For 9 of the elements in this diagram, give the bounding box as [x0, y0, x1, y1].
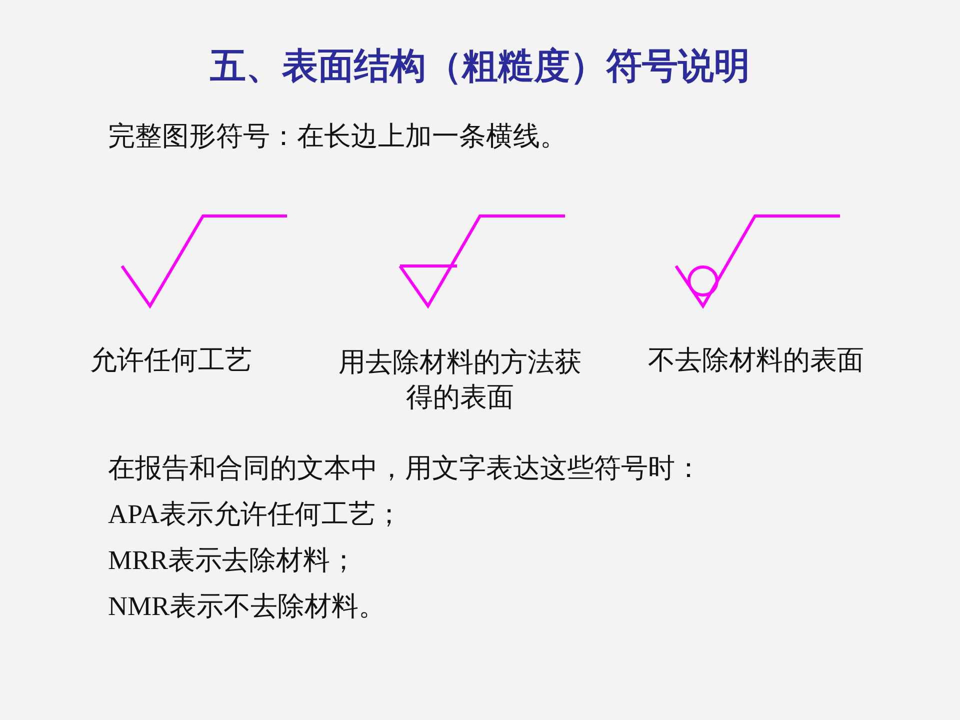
slide-title: 五、表面结构（粗糙度）符号说明 — [209, 45, 751, 89]
note-text: NMR表示不去除材料。 — [108, 590, 386, 623]
symbol-caption: 用去除材料的方法获得的表面 — [338, 346, 582, 414]
symbol-caption: 不去除材料的表面 — [648, 344, 864, 377]
symbol-caption: 允许任何工艺 — [90, 344, 252, 377]
intro-text: 完整图形符号：在长边上加一条横线。 — [108, 120, 567, 153]
note-text: MRR表示去除材料； — [108, 544, 358, 577]
note-text: 在报告和合同的文本中，用文字表达这些符号时： — [108, 452, 702, 485]
note-text: APA表示允许任何工艺； — [108, 498, 403, 531]
